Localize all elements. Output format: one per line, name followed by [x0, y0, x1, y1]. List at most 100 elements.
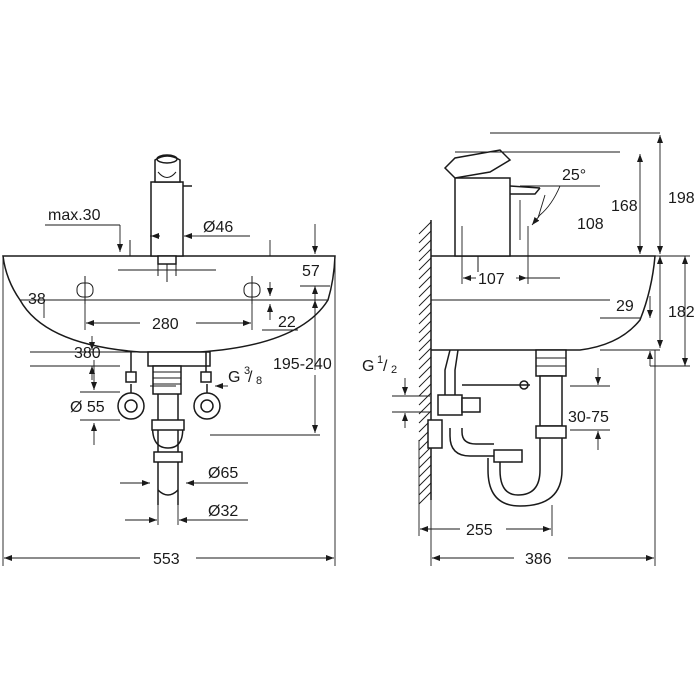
side-drain-nut — [535, 425, 567, 439]
side-spout — [509, 185, 541, 189]
side-valve-handle — [461, 397, 481, 413]
label-198: 198 — [668, 190, 695, 207]
side-trap-nut — [493, 449, 523, 463]
valve-right-inner — [200, 399, 214, 413]
side-supply — [437, 349, 530, 416]
label-195-240: 195-240 — [273, 356, 332, 373]
side-trap-outer2 — [487, 438, 563, 507]
label-553: 553 — [153, 551, 180, 568]
side-outlet-bend — [449, 428, 494, 457]
front-siphon — [151, 365, 185, 505]
label-57: 57 — [302, 263, 320, 280]
label-30-75: 30-75 — [568, 409, 609, 426]
label-380: 380 — [74, 345, 101, 362]
left-tap-hole — [76, 276, 94, 304]
drain-tail — [152, 365, 182, 395]
front-angle-valves — [117, 384, 221, 420]
side-wall — [418, 220, 432, 505]
side-basin-outline — [431, 255, 656, 351]
hatch-line — [418, 284, 432, 298]
faucet-body — [150, 181, 184, 257]
right-tap-hole — [243, 276, 261, 304]
label-182: 182 — [668, 304, 695, 321]
label-max30: max.30 — [48, 207, 101, 224]
side-view: 25° 168 198 108 107 29 — [362, 132, 695, 568]
side-drain-tube — [539, 375, 563, 427]
label-g12: G — [362, 358, 374, 375]
hatch-line — [418, 482, 432, 496]
side-wall-flange — [427, 419, 443, 449]
hatch-line — [418, 221, 432, 235]
hatch-line — [418, 338, 432, 352]
label-168: 168 — [611, 198, 638, 215]
side-dimensions: 25° 168 198 108 107 29 — [362, 132, 695, 568]
label-108: 108 — [577, 216, 604, 233]
siphon-nut — [151, 419, 185, 431]
label-107: 107 — [478, 271, 505, 288]
hatch-line — [418, 347, 432, 361]
hatch-line — [418, 239, 432, 253]
side-trap-outer — [499, 438, 541, 496]
label-dia46: Ø46 — [203, 219, 233, 236]
supply-block — [147, 351, 211, 367]
label-g12-sub: 2 — [391, 364, 397, 376]
valve-right-outer — [193, 392, 221, 420]
side-faucet-body — [454, 177, 511, 257]
side-drain-top — [535, 349, 567, 377]
label-g38: G — [228, 369, 240, 386]
hatch-line — [418, 275, 432, 289]
hatch-line — [418, 320, 432, 334]
front-supply-hoses — [125, 351, 212, 383]
hatch-line — [418, 356, 432, 370]
siphon-bottom — [157, 489, 179, 496]
label-dia32: Ø32 — [208, 503, 238, 520]
side-bar-end — [519, 380, 529, 390]
side-spout-bottom — [510, 187, 541, 195]
hatch-line — [418, 248, 432, 262]
hatch-line — [418, 293, 432, 307]
hatch-line — [418, 302, 432, 316]
lever-detail — [157, 171, 177, 178]
label-g12-slash: / — [383, 358, 388, 375]
hatch-line — [418, 257, 432, 271]
hatch-line — [418, 464, 432, 478]
valve-left-inner — [124, 399, 138, 413]
label-g12-sup: 1 — [377, 354, 383, 366]
label-g38-sub: 8 — [256, 375, 262, 387]
label-255: 255 — [466, 522, 493, 539]
hatch-line — [418, 311, 432, 325]
hatch-line — [418, 491, 432, 505]
hatch-line — [418, 374, 432, 388]
hatch-line — [418, 383, 432, 397]
hatch-line — [418, 392, 432, 406]
hatch-line — [418, 266, 432, 280]
front-dimensions: max.30 Ø46 57 38 280 — [2, 207, 336, 568]
label-angle: 25° — [562, 167, 586, 184]
label-29: 29 — [616, 298, 634, 315]
valve-left-outer — [117, 392, 145, 420]
front-view: max.30 Ø46 57 38 280 — [2, 154, 336, 568]
label-g38-slash: / — [248, 369, 253, 386]
side-hose-2 — [454, 349, 459, 395]
side-faucet-lever — [443, 149, 512, 179]
hatch-line — [418, 230, 432, 244]
hatch-line — [418, 329, 432, 343]
label-280: 280 — [152, 316, 179, 333]
lever-top — [156, 154, 178, 164]
label-386: 386 — [525, 551, 552, 568]
side-outlet-bend-in — [461, 428, 494, 445]
side-hose-1 — [444, 349, 451, 395]
side-faucet — [443, 149, 541, 272]
hatch-line — [418, 473, 432, 487]
hatch-line — [418, 455, 432, 469]
label-38: 38 — [28, 291, 46, 308]
side-siphon — [427, 349, 567, 507]
label-22: 22 — [278, 314, 296, 331]
hose-nut-right — [200, 371, 212, 383]
siphon-bend — [151, 419, 184, 449]
hatch-line — [418, 446, 432, 460]
front-faucet — [118, 154, 216, 282]
label-dia65: Ø65 — [208, 465, 238, 482]
label-dia55: Ø 55 — [70, 399, 105, 416]
